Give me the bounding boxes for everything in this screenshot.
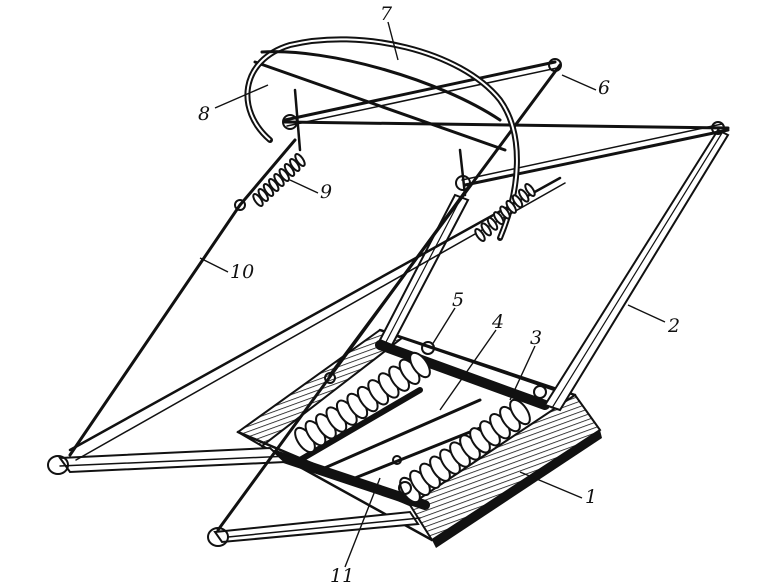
callout-10: 10 <box>230 261 254 283</box>
joints <box>234 58 725 495</box>
callout-8: 8 <box>198 103 210 125</box>
callout-1: 1 <box>585 486 597 508</box>
callout-9: 9 <box>320 181 332 203</box>
base-shafts <box>270 340 550 510</box>
small-spring-right <box>474 183 536 242</box>
callout-4: 4 <box>491 311 504 333</box>
small-spring-left <box>252 153 306 207</box>
spring-left <box>294 351 431 454</box>
callout-7: 7 <box>380 3 393 25</box>
leader-lines <box>199 21 666 568</box>
callout-6: 6 <box>598 77 610 99</box>
upper-frame <box>253 60 730 197</box>
main-springs <box>294 351 531 504</box>
bow-springs <box>252 153 536 242</box>
frame-tubes <box>68 63 730 532</box>
callout-2: 2 <box>667 315 680 337</box>
spring-right <box>399 398 531 504</box>
callout-3: 3 <box>530 327 542 349</box>
lower-arms <box>47 446 421 547</box>
collector-bow <box>244 36 520 241</box>
callout-11: 11 <box>330 565 354 587</box>
callout-labels: 1 2 3 4 5 6 7 8 9 10 11 <box>198 3 680 587</box>
callout-5: 5 <box>452 289 464 311</box>
